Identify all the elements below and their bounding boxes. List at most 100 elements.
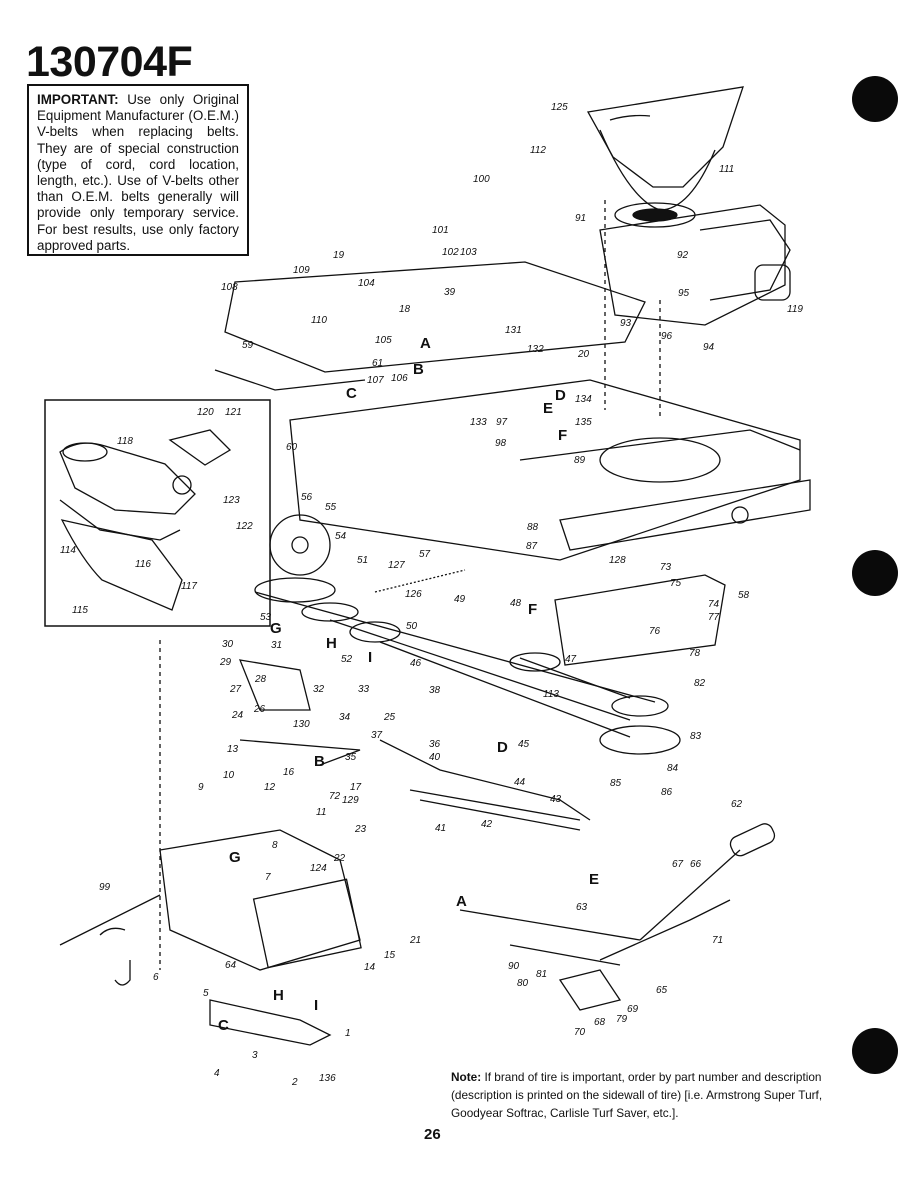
part-callout-8: 8 [272,840,278,851]
part-callout-79: 79 [616,1014,628,1025]
part-callout-71: 71 [712,935,723,946]
part-callout-105: 105 [375,335,392,346]
part-callout-6: 6 [153,972,159,983]
part-callout-56: 56 [301,492,313,503]
reference-letter-d-1: D [555,387,566,404]
part-callout-22: 22 [333,853,346,864]
part-callout-2: 2 [291,1077,298,1088]
part-callout-83: 83 [690,731,702,742]
part-callout-75: 75 [670,578,682,589]
part-callout-3: 3 [252,1050,258,1061]
part-callout-76: 76 [649,626,661,637]
part-callout-124: 124 [310,863,327,874]
part-callout-116: 116 [135,559,151,570]
reference-letter-i-1: I [368,649,372,666]
reference-letter-e-1: E [543,400,553,417]
part-callout-126: 126 [405,589,422,600]
part-callout-93: 93 [620,318,632,329]
reference-letter-f-2: F [528,601,537,618]
part-callout-33: 33 [358,684,370,695]
part-callout-106: 106 [391,373,408,384]
part-callout-131: 131 [505,325,522,336]
part-callout-85: 85 [610,778,622,789]
part-callout-12: 12 [264,782,276,793]
part-callout-80: 80 [517,978,529,989]
reference-letter-b-1: B [413,361,424,378]
part-callout-94: 94 [703,342,715,353]
part-callout-120: 120 [197,407,214,418]
part-callout-91: 91 [575,213,586,224]
part-callout-51: 51 [357,555,368,566]
model-number: 130704F [26,38,193,86]
part-callout-111: 111 [719,164,734,175]
part-callout-88: 88 [527,522,539,533]
reference-letter-h-2: H [273,987,284,1004]
part-callout-133: 133 [470,417,487,428]
reference-letter-e-2: E [589,871,599,888]
part-callout-86: 86 [661,787,673,798]
part-callout-40: 40 [429,752,441,763]
part-callout-108: 108 [221,282,238,293]
part-callout-112: 112 [530,145,546,156]
part-callout-31: 31 [271,640,282,651]
part-callout-48: 48 [510,598,522,609]
part-callout-92: 92 [677,250,689,261]
part-callout-95: 95 [678,288,690,299]
reference-letter-b-2: B [314,753,325,770]
note-heading: Note: [451,1070,482,1084]
part-callout-119: 119 [787,304,803,315]
part-callout-73: 73 [660,562,672,573]
reference-letter-i-2: I [314,997,318,1014]
part-callout-59: 59 [242,340,254,351]
binder-hole-middle [852,550,898,596]
page-number: 26 [424,1126,441,1143]
tire-note: Note: If brand of tire is important, ord… [451,1068,831,1122]
part-callout-34: 34 [339,712,351,723]
part-callout-52: 52 [341,654,353,665]
part-callout-74: 74 [708,599,720,610]
part-callout-17: 17 [350,782,362,793]
part-callout-100: 100 [473,174,490,185]
reference-letter-a-1: A [420,335,431,352]
part-callout-30: 30 [222,639,234,650]
part-callout-96: 96 [661,331,673,342]
part-callout-87: 87 [526,541,538,552]
part-callout-39: 39 [444,287,456,298]
reference-letter-h-1: H [326,635,337,652]
part-callout-136: 136 [319,1073,336,1084]
part-callout-44: 44 [514,777,526,788]
part-callout-55: 55 [325,502,337,513]
part-callout-11: 11 [316,807,326,818]
part-callout-27: 27 [229,684,242,695]
part-callout-132: 132 [527,344,544,355]
part-callout-109: 109 [293,265,310,276]
part-callout-62: 62 [731,799,743,810]
part-callout-45: 45 [518,739,530,750]
part-callout-49: 49 [454,594,466,605]
part-callout-15: 15 [384,950,396,961]
part-callout-67: 67 [672,859,684,870]
part-callout-89: 89 [574,455,586,466]
important-heading: IMPORTANT: [37,92,119,107]
part-callout-103: 103 [460,247,477,258]
part-callout-23: 23 [354,824,367,835]
binder-hole-bottom [852,1028,898,1074]
part-callout-77: 77 [708,612,720,623]
part-callout-20: 20 [577,349,590,360]
part-callout-47: 47 [565,654,577,665]
part-callout-57: 57 [419,549,431,560]
part-callout-130: 130 [293,719,310,730]
part-callout-35: 35 [345,752,357,763]
part-callout-25: 25 [383,712,396,723]
part-callout-50: 50 [406,621,418,632]
part-callout-53: 53 [260,612,272,623]
part-callout-36: 36 [429,739,441,750]
part-callout-81: 81 [536,969,547,980]
part-callout-16: 16 [283,767,295,778]
part-callout-107: 107 [367,375,384,386]
part-callout-128: 128 [609,555,626,566]
part-callout-118: 118 [117,436,133,447]
part-callout-104: 104 [358,278,375,289]
part-callout-58: 58 [738,590,750,601]
